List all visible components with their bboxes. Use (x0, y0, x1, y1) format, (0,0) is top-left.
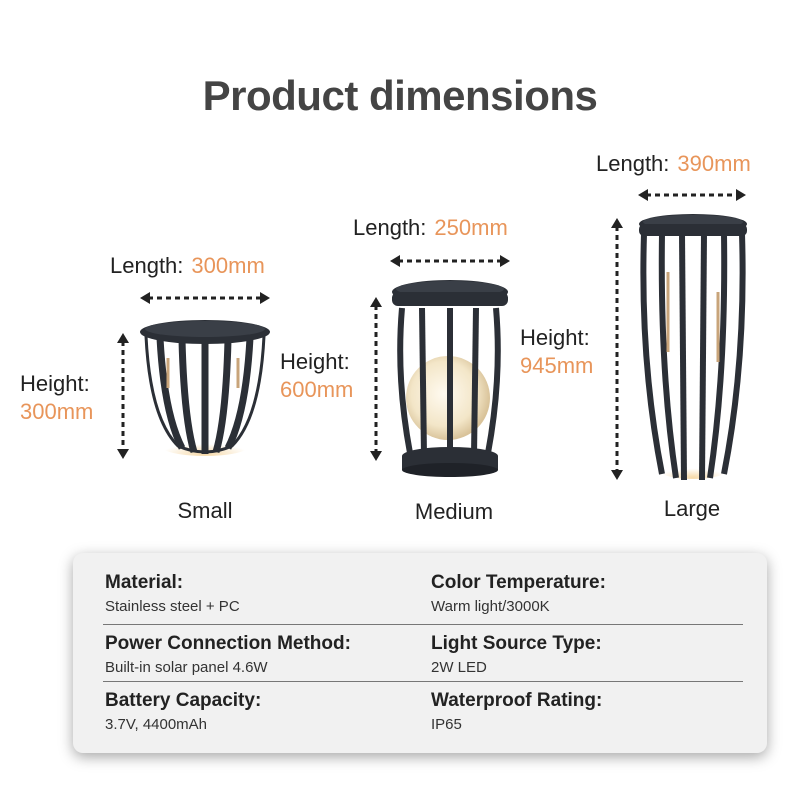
spec-value: Built-in solar panel 4.6W (105, 659, 268, 676)
small-height-key: Height: (20, 371, 90, 396)
spec-value: IP65 (431, 716, 462, 733)
medium-height-value: 600mm (280, 377, 354, 402)
small-length-value: 300mm (191, 253, 265, 278)
page-title: Product dimensions (202, 72, 598, 119)
spec-key: Battery Capacity: (105, 690, 262, 711)
spec-key: Material: (105, 572, 184, 593)
large-height-key: Height: (520, 325, 590, 350)
spec-key: Waterproof Rating: (431, 690, 603, 711)
medium-length-value: 250mm (434, 215, 508, 240)
spec-light-source: Light Source Type: 2W LED (431, 632, 751, 678)
spec-divider (103, 624, 743, 625)
spec-key: Power Connection Method: (105, 633, 351, 654)
small-height-arrow (117, 333, 129, 459)
medium-length-key: Length: (353, 215, 427, 240)
spec-power-connection: Power Connection Method: Built-in solar … (105, 632, 425, 678)
medium-height-key: Height: (280, 349, 350, 374)
large-size-name: Large (663, 496, 721, 521)
large-height-value: 945mm (520, 353, 594, 378)
spec-key: Color Temperature: (431, 572, 606, 593)
small-size-name: Small (177, 498, 233, 523)
medium-lamp-image (392, 280, 508, 477)
small-lamp-image (140, 320, 270, 456)
large-length-arrow (638, 189, 746, 201)
medium-height-label: Height: 600mm (280, 348, 353, 404)
spec-battery-capacity: Battery Capacity: 3.7V, 4400mAh (105, 689, 425, 735)
small-length-arrow (140, 292, 270, 304)
small-length-label: Length: 300mm (110, 253, 265, 279)
large-length-key: Length: (596, 151, 670, 176)
spec-panel: Material: Stainless steel + PC Color Tem… (73, 553, 767, 753)
medium-length-label: Length: 250mm (353, 215, 508, 241)
spec-key: Light Source Type: (431, 633, 602, 654)
spec-divider (103, 681, 743, 682)
spec-color-temperature: Color Temperature: Warm light/3000K (431, 571, 751, 617)
spec-material: Material: Stainless steel + PC (105, 571, 425, 617)
small-length-key: Length: (110, 253, 184, 278)
spec-waterproof-rating: Waterproof Rating: IP65 (431, 689, 751, 735)
large-length-value: 390mm (677, 151, 751, 176)
large-lamp-image (639, 214, 747, 481)
spec-value: 3.7V, 4400mAh (105, 716, 208, 733)
large-length-label: Length: 390mm (596, 151, 751, 177)
large-height-label: Height: 945mm (520, 324, 593, 380)
medium-height-arrow (370, 297, 382, 461)
small-height-value: 300mm (20, 399, 94, 424)
spec-value: Warm light/3000K (431, 598, 550, 615)
medium-length-arrow (390, 255, 510, 267)
large-height-arrow (611, 218, 623, 480)
small-height-label: Height: 300mm (20, 370, 93, 426)
medium-size-name: Medium (414, 499, 494, 524)
spec-value: 2W LED (431, 659, 487, 676)
spec-value: Stainless steel + PC (105, 598, 240, 615)
